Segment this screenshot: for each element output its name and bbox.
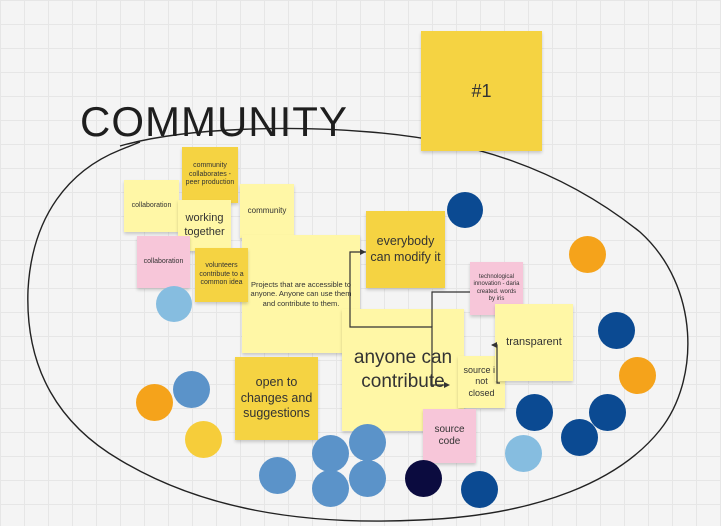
sticky-note-collaboration-pink[interactable]: collaboration [137, 236, 190, 288]
dot-dark-blue[interactable] [447, 192, 483, 228]
sticky-note-collaboration[interactable]: collaboration [124, 180, 179, 232]
connector-arrow[interactable] [492, 344, 500, 384]
sticky-note-source-code[interactable]: source code [423, 409, 476, 463]
sticky-note-community[interactable]: community [240, 184, 294, 238]
sticky-note-open-to-changes[interactable]: open to changes and suggestions [235, 357, 318, 440]
dot-mid-blue[interactable] [173, 371, 210, 408]
arrowhead-icon [491, 342, 497, 348]
dot-mid-blue[interactable] [349, 424, 386, 461]
arrowhead-icon [444, 382, 450, 388]
sticky-note-everybody-modify[interactable]: everybody can modify it [366, 211, 445, 288]
dot-mid-blue[interactable] [349, 460, 386, 497]
dot-mid-blue[interactable] [259, 457, 296, 494]
arrowhead-icon [360, 249, 366, 255]
board-title: COMMUNITY [80, 98, 348, 145]
dot-golden[interactable] [185, 421, 222, 458]
sticky-note-transparent[interactable]: transparent [495, 304, 573, 381]
sticky-note-peer-production[interactable]: community collaborates - peer production [182, 147, 238, 203]
dot-orange[interactable] [136, 384, 173, 421]
dot-orange[interactable] [619, 357, 656, 394]
dot-dark-blue[interactable] [598, 312, 635, 349]
dot-navy[interactable] [405, 460, 442, 497]
sticky-note-projects-accessible[interactable]: Projects that are accessible to anyone. … [242, 235, 360, 353]
connector-arrow[interactable] [431, 291, 470, 327]
dot-mid-blue[interactable] [312, 470, 349, 507]
sticky-note-volunteers[interactable]: volunteers contribute to a common idea [195, 248, 248, 302]
connector-arrow[interactable] [349, 251, 448, 386]
dot-mid-blue[interactable] [312, 435, 349, 472]
dot-dark-blue[interactable] [589, 394, 626, 431]
dot-light-blue[interactable] [505, 435, 542, 472]
dot-dark-blue[interactable] [561, 419, 598, 456]
dot-orange[interactable] [569, 236, 606, 273]
dot-dark-blue[interactable] [516, 394, 553, 431]
lasso-path [27, 127, 689, 522]
sticky-note-number-one[interactable]: #1 [421, 31, 542, 151]
dot-light-blue[interactable] [156, 286, 192, 322]
dot-dark-blue[interactable] [461, 471, 498, 508]
